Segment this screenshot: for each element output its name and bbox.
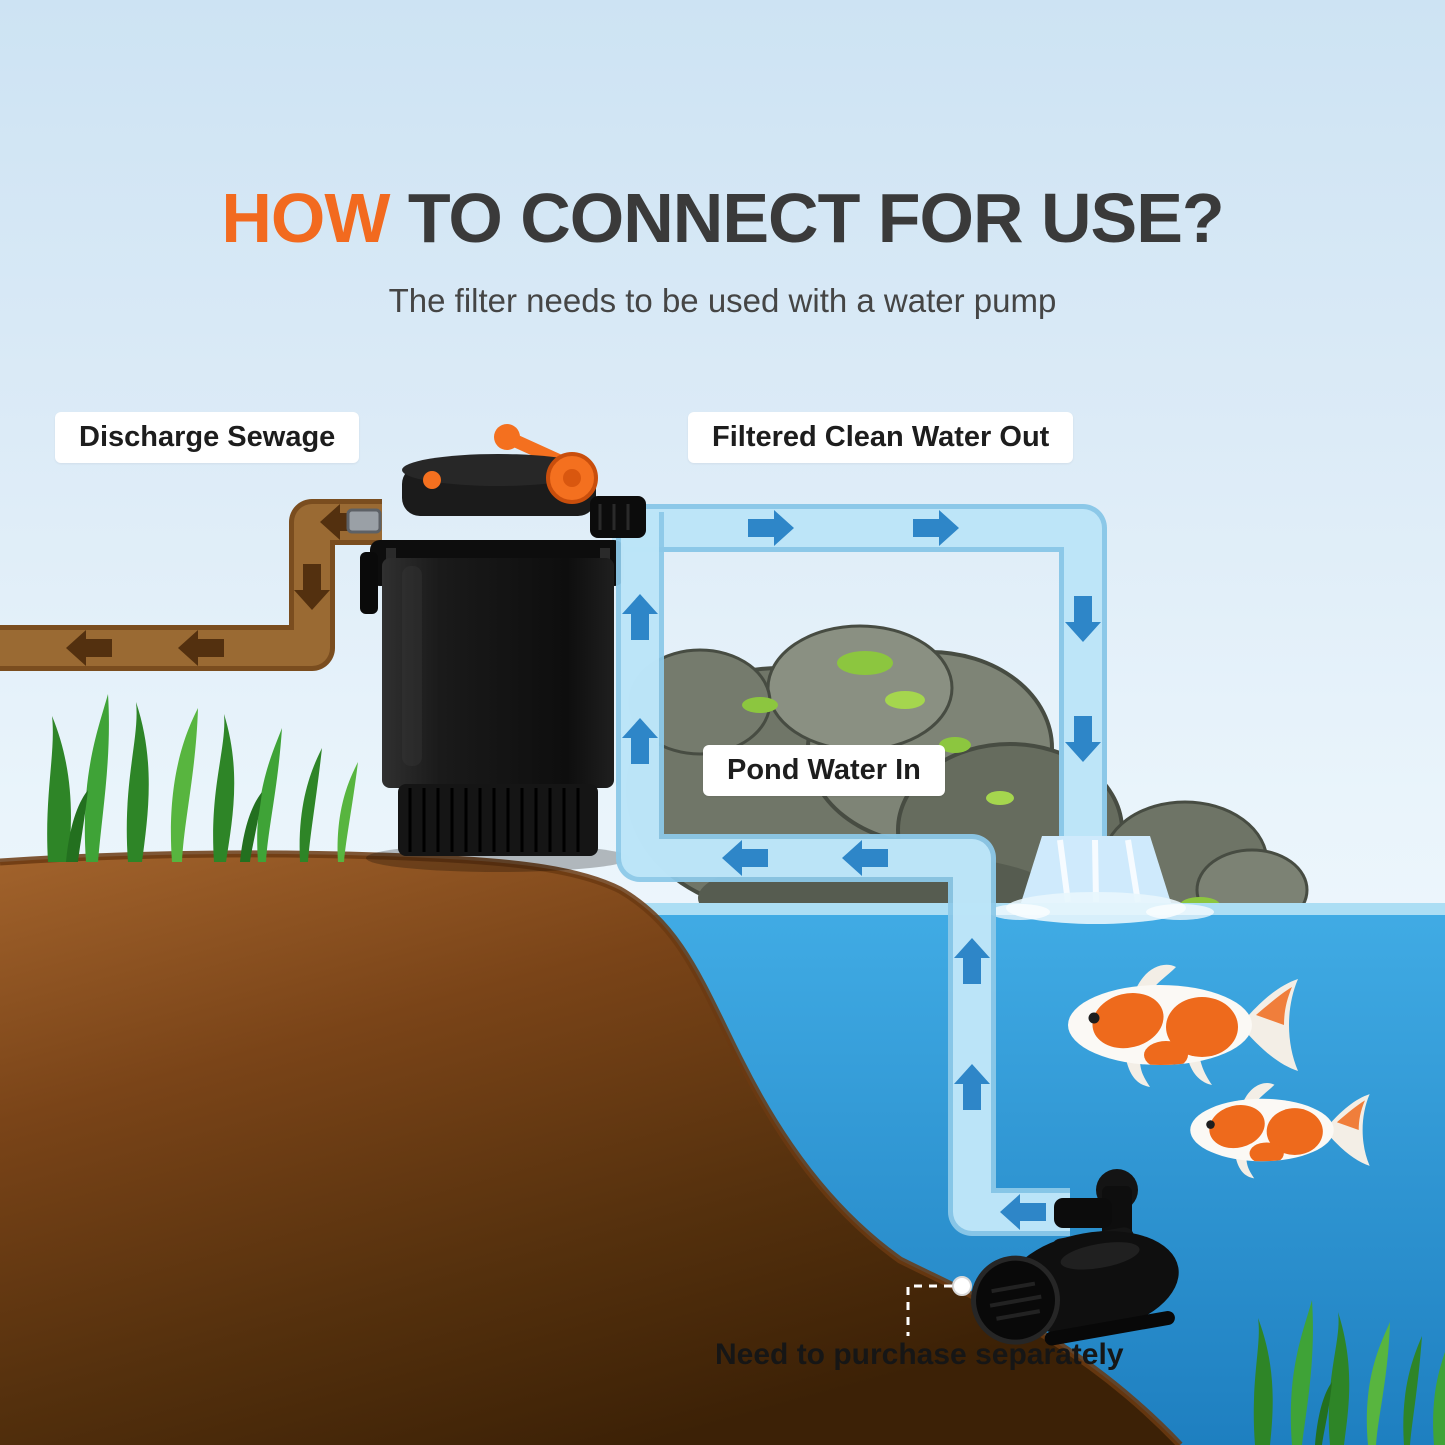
- clean-water-pipe: [612, 504, 1107, 848]
- filter-ribbed-base: [398, 784, 598, 856]
- grass-left: [47, 694, 358, 862]
- title-rest: TO CONNECT FOR USE?: [389, 179, 1225, 257]
- page-title: HOW TO CONNECT FOR USE?: [0, 178, 1445, 258]
- page-subtitle: The filter needs to be used with a water…: [388, 282, 1057, 319]
- title-highlight: HOW: [221, 179, 390, 257]
- waterfall-foam: [1006, 892, 1186, 924]
- waterfall: [1020, 836, 1172, 906]
- label-discharge-sewage: Discharge Sewage: [55, 412, 360, 463]
- label-filtered-clean-water-out: Filtered Clean Water Out: [688, 412, 1074, 463]
- discharge-pipe: [0, 499, 382, 671]
- filter-left-fitting: [346, 508, 382, 534]
- pond-water-pipe: [590, 496, 1070, 1236]
- label-pond-water-in: Pond Water In: [703, 745, 945, 796]
- koi-fish: [1190, 1083, 1370, 1179]
- pressure-filter: [346, 424, 630, 872]
- grass-right: [1253, 1300, 1445, 1445]
- filter-inlet-fitting: [590, 496, 646, 538]
- separate-purchase-indicator: [906, 1276, 972, 1336]
- label-purchase-note: Need to purchase separately: [715, 1338, 1124, 1371]
- koi-fish: [1068, 964, 1298, 1087]
- water-pump: [971, 1169, 1179, 1346]
- moss-patches: [742, 651, 1220, 913]
